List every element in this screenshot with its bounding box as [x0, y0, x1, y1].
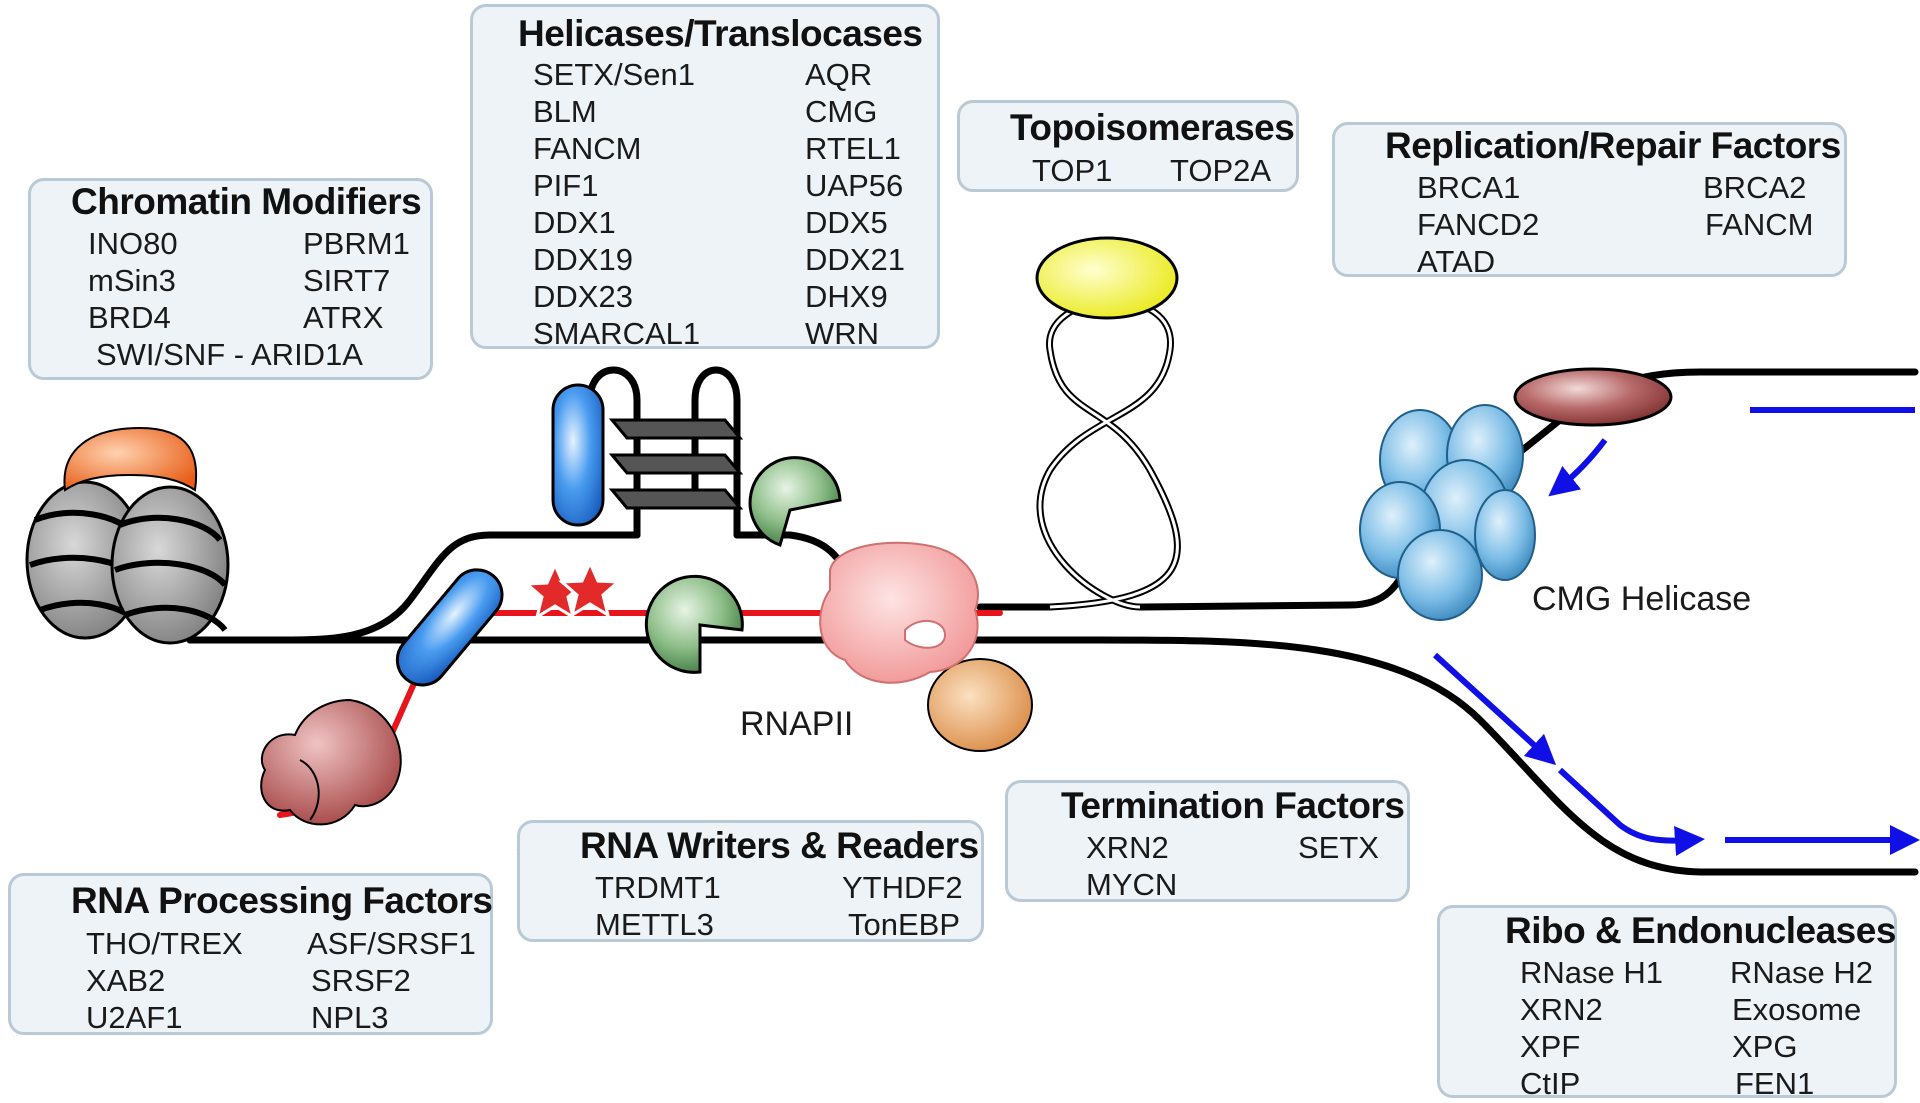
helicase-item: DDX19 [533, 242, 633, 277]
topoisomerase-shape [1035, 236, 1179, 320]
replication-title: Replication/Repair Factors [1385, 125, 1841, 166]
nuclease-middle [644, 574, 744, 674]
helicase-item: BLM [533, 94, 597, 129]
rna-writers-title: RNA Writers & Readers [580, 825, 979, 866]
chromatin-box: Chromatin Modifiers INO80 mSin3 BRD4 PBR… [28, 178, 433, 380]
rna-writers-item: TonEBP [848, 907, 961, 942]
helicases-title: Helicases/Translocases [518, 13, 923, 54]
helicase-item: SETX/Sen1 [533, 57, 695, 92]
rnapii-label: RNAPII [740, 705, 854, 743]
termination-title: Termination Factors [1061, 785, 1405, 826]
rna-processing-item: SRSF2 [311, 963, 411, 998]
rna-processing-item: THO/TREX [86, 926, 243, 961]
helicases-box: Helicases/Translocases SETX/Sen1 BLM FAN… [470, 4, 940, 351]
ribo-item: RNase H2 [1730, 955, 1873, 990]
replication-item: BRCA1 [1417, 170, 1521, 205]
chromatin-footer: SWI/SNF - ARID1A [96, 337, 363, 372]
helicase-item: UAP56 [805, 168, 904, 203]
ribo-title: Ribo & Endonucleases [1505, 910, 1896, 951]
nucleosome-right [110, 485, 230, 645]
replication-item: BRCA2 [1703, 170, 1807, 205]
chromatin-title: Chromatin Modifiers [71, 181, 422, 222]
helicase-item: WRN [805, 316, 880, 351]
rnapii-shape [819, 541, 1033, 752]
topoisomerases-title: Topoisomerases [1010, 107, 1295, 148]
chromatin-item: BRD4 [88, 300, 171, 335]
helicase-capsule-bottom [395, 568, 504, 687]
termination-box: Termination Factors XRN2 MYCN SETX [1005, 780, 1410, 902]
helicase-item: DDX21 [805, 242, 905, 277]
rna-processing-box: RNA Processing Factors THO/TREX XAB2 U2A… [8, 873, 493, 1035]
chromatin-item: mSin3 [88, 263, 176, 298]
rna-processing-title: RNA Processing Factors [71, 880, 493, 921]
replication-item: FANCM [1705, 207, 1814, 242]
helicase-item: DHX9 [805, 279, 888, 314]
ribo-item: Exosome [1732, 992, 1862, 1027]
replication-factor-shape [1513, 367, 1673, 427]
helicase-item: AQR [805, 57, 873, 92]
ribo-item: XRN2 [1520, 992, 1603, 1027]
helicase-item: PIF1 [533, 168, 599, 203]
replication-box: Replication/Repair Factors BRCA1 FANCD2 … [1332, 122, 1847, 279]
chromatin-item: ATRX [303, 300, 384, 335]
helicase-item: CMG [805, 94, 878, 129]
writer-stars [523, 559, 622, 621]
rna-writers-box: RNA Writers & Readers TRDMT1 METTL3 YTHD… [517, 820, 984, 942]
ribo-item: FEN1 [1735, 1066, 1815, 1101]
ribo-item: XPF [1520, 1029, 1581, 1064]
rna-processing-item: NPL3 [311, 1000, 389, 1035]
rna-processing-item: ASF/SRSF1 [307, 926, 476, 961]
rna-writers-item: TRDMT1 [595, 870, 721, 905]
rna-writers-item: YTHDF2 [842, 870, 963, 905]
replication-item: FANCD2 [1417, 207, 1540, 242]
rna-processing-shape [260, 698, 402, 826]
helicase-item: RTEL1 [805, 131, 901, 166]
helicase-item: FANCM [533, 131, 642, 166]
topoisomerase-item: TOP1 [1032, 153, 1113, 188]
ribo-item: RNase H1 [1520, 955, 1663, 990]
chromatin-item: INO80 [88, 226, 178, 261]
helicase-item: DDX5 [805, 205, 888, 240]
helicase-item: SMARCAL1 [533, 316, 701, 351]
rna-writers-item: METTL3 [595, 907, 714, 942]
rna-processing-item: XAB2 [86, 963, 166, 998]
cmg-helicase-shape [1359, 404, 1536, 621]
ribo-box: Ribo & Endonucleases RNase H1 XRN2 XPF C… [1437, 905, 1897, 1101]
termination-item: SETX [1298, 830, 1379, 865]
replication-item: ATAD [1417, 244, 1496, 279]
helicase-item: DDX1 [533, 205, 616, 240]
chromatin-item: PBRM1 [303, 226, 410, 261]
g-quadruplex [608, 418, 744, 510]
ribo-item: XPG [1732, 1029, 1798, 1064]
cmg-helicase-label: CMG Helicase [1532, 580, 1752, 618]
topoisomerase-item: TOP2A [1170, 153, 1272, 188]
termination-item: MYCN [1086, 867, 1178, 902]
nuclease-top [748, 456, 842, 547]
chromatin-item: SIRT7 [303, 263, 391, 298]
helicase-capsule-top [551, 383, 605, 527]
ribo-item: CtIP [1520, 1066, 1581, 1101]
chromatin-modifier-shape [63, 426, 198, 492]
nascent-strands [1432, 407, 1920, 856]
topoisomerases-box: Topoisomerases TOP1 TOP2A [957, 100, 1299, 192]
termination-item: XRN2 [1086, 830, 1169, 865]
rna-processing-item: U2AF1 [86, 1000, 183, 1035]
helicase-item: DDX23 [533, 279, 633, 314]
